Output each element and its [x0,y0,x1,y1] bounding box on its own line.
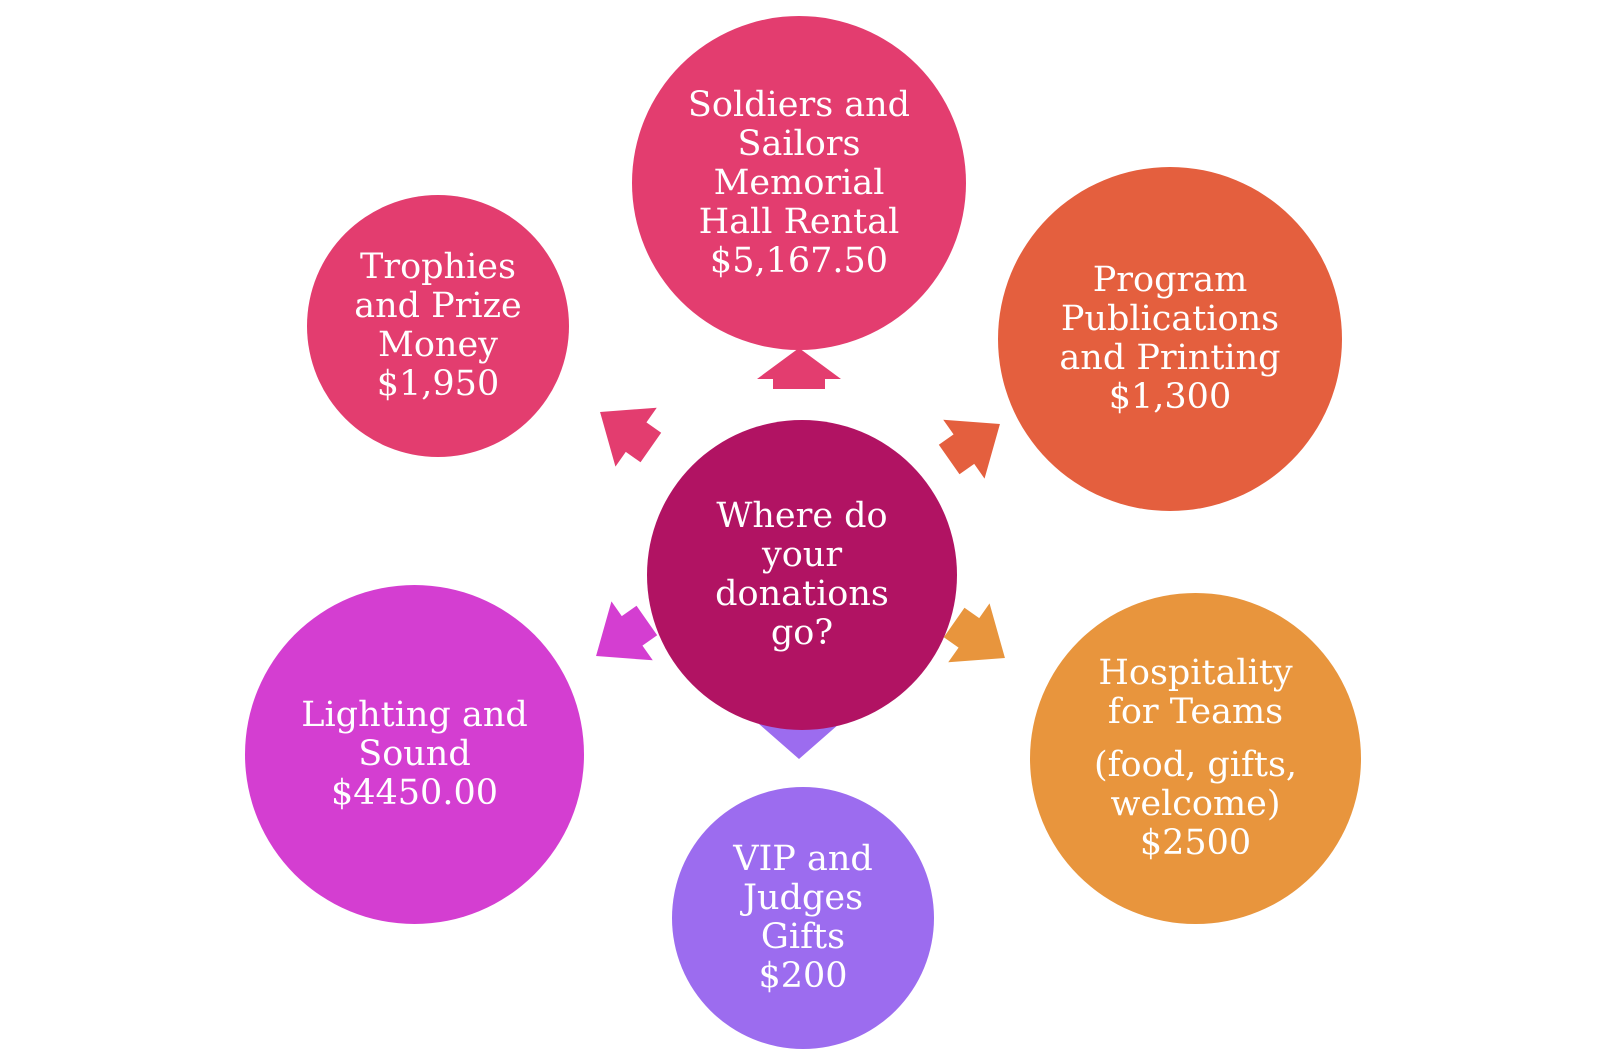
node-lighting-sound-text: Lighting and Sound $4450.00 [301,696,528,813]
node-hall-rental-text: Soldiers and Sailors Memorial Hall Renta… [687,84,911,281]
publications-line-3: and Printing [1059,338,1281,378]
hospitality-line-2: for Teams [1107,692,1284,732]
trophies-line-1: Trophies [360,247,516,287]
center-node-text: Where do your donations go? [715,497,889,653]
node-program-publications-text: Program Publications and Printing $1,300 [1059,261,1280,417]
node-trophies-text: Trophies and Prize Money $1,950 [354,248,522,404]
arrow-to-top [757,348,841,389]
node-trophies: Trophies and Prize Money $1,950 [307,195,569,457]
publications-line-1: Program [1092,260,1248,300]
hospitality-amount: $2500 [1139,823,1252,863]
arrow-to-right-bottom [943,603,1005,663]
hall-rental-line-4: Hall Rental [698,201,900,242]
hall-rental-line-2: Sailors [737,123,861,164]
node-hall-rental: Soldiers and Sailors Memorial Hall Renta… [632,16,966,350]
trophies-amount: $1,950 [376,364,500,404]
vip-amount: $200 [758,956,848,996]
publications-amount: $1,300 [1108,377,1232,417]
arrow-right-top-shape [938,419,1000,479]
hospitality-line-3: (food, gifts, [1093,745,1298,785]
node-lighting-sound: Lighting and Sound $4450.00 [245,585,584,924]
arrow-to-right-top [938,419,1000,479]
node-hospitality-text: Hospitality for Teams (food, gifts, welc… [1094,654,1297,863]
vip-line-3: Gifts [760,917,846,957]
node-hospitality: Hospitality for Teams (food, gifts, welc… [1030,593,1361,924]
trophies-line-2: and Prize [354,286,522,326]
lighting-line-1: Lighting and [301,695,528,735]
center-line-4: go? [770,613,834,653]
node-vip-gifts-text: VIP and Judges Gifts $200 [733,840,873,996]
arrow-right-bottom-shape [943,603,1005,663]
center-line-1: Where do [716,496,888,536]
lighting-amount: $4450.00 [330,773,498,813]
node-program-publications: Program Publications and Printing $1,300 [998,167,1342,511]
publications-line-2: Publications [1060,299,1280,339]
lighting-line-2: Sound [358,734,471,774]
node-vip-gifts: VIP and Judges Gifts $200 [672,787,934,1049]
hall-rental-line-1: Soldiers and [687,84,911,125]
center-node: Where do your donations go? [647,420,957,730]
hall-rental-amount: $5,167.50 [709,240,889,281]
center-line-2: your [761,535,843,575]
arrow-to-top-left [600,407,662,467]
arrow-top-left-shape [600,407,662,467]
arrow-left-bottom-shape [596,601,658,661]
hospitality-line-1: Hospitality [1098,653,1293,693]
center-line-3: donations [715,574,889,614]
hall-rental-line-3: Memorial [713,162,885,203]
vip-line-1: VIP and [733,839,873,879]
arrow-to-left-bottom [596,601,658,661]
hospitality-line-4: welcome) [1110,784,1281,824]
arrow-up-shape [757,348,841,389]
vip-line-2: Judges [742,878,864,918]
trophies-line-3: Money [378,325,498,365]
